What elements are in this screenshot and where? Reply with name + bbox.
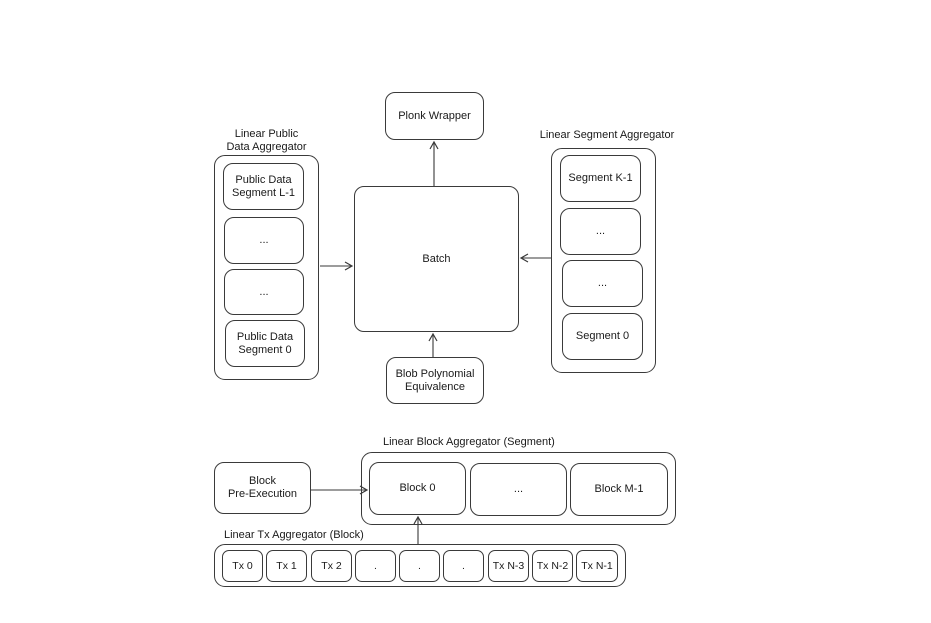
tx-ellipsis-2: . [399, 550, 440, 582]
tx-n-minus-1: Tx N-1 [576, 550, 618, 582]
public-data-aggregator-title: Linear Public Data Aggregator [226, 128, 307, 153]
public-data-aggregator-group [214, 155, 319, 380]
plonk-wrapper-node: Plonk Wrapper [385, 92, 484, 140]
public-data-segment-last: Public Data Segment L-1 [223, 163, 304, 210]
block-aggregator-title: Linear Block Aggregator (Segment) [383, 436, 555, 448]
block-0: Block 0 [369, 462, 466, 515]
block-pre-execution-node: Block Pre-Execution [214, 462, 311, 514]
block-m-minus-1: Block M-1 [570, 463, 668, 516]
public-data-segment-0: Public Data Segment 0 [225, 320, 305, 367]
tx-0: Tx 0 [222, 550, 263, 582]
segment-0: Segment 0 [562, 313, 643, 360]
tx-1: Tx 1 [266, 550, 307, 582]
public-data-ellipsis-2: ... [224, 269, 304, 315]
tx-aggregator-title: Linear Tx Aggregator (Block) [224, 529, 364, 541]
segment-ellipsis-2: ... [562, 260, 643, 307]
tx-aggregator-group [214, 544, 626, 587]
segment-aggregator-group [551, 148, 656, 373]
tx-ellipsis-1: . [355, 550, 396, 582]
public-data-ellipsis-1: ... [224, 217, 304, 264]
tx-ellipsis-3: . [443, 550, 484, 582]
block-ellipsis: ... [470, 463, 567, 516]
segment-ellipsis-1: ... [560, 208, 641, 255]
tx-2: Tx 2 [311, 550, 352, 582]
tx-n-minus-3: Tx N-3 [488, 550, 529, 582]
batch-node: Batch [354, 186, 519, 332]
blob-polynomial-equivalence-node: Blob Polynomial Equivalence [386, 357, 484, 404]
segment-aggregator-title: Linear Segment Aggregator [539, 129, 675, 141]
segment-k-minus-1: Segment K-1 [560, 155, 641, 202]
tx-n-minus-2: Tx N-2 [532, 550, 573, 582]
